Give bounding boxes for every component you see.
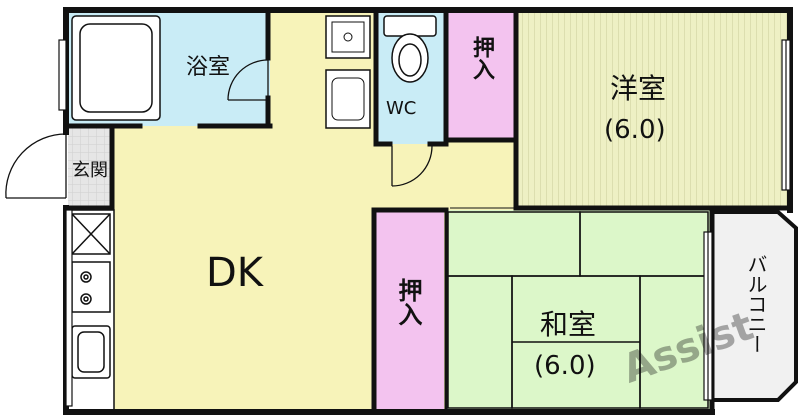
western-room-size: (6.0): [604, 115, 666, 145]
washer: [325, 15, 371, 59]
kitchen-counter: [67, 209, 115, 411]
closet-top-label: 押入: [469, 36, 494, 80]
entrance-floor: [68, 128, 114, 208]
wash-basin: [325, 69, 371, 129]
closet-mid-label: 押入: [394, 278, 422, 326]
entrance-label: 玄関: [72, 160, 108, 181]
western-room-label: 洋室: [610, 72, 666, 105]
closet-top-floor: [446, 12, 514, 138]
bath-label: 浴室: [186, 55, 230, 80]
windows: [58, 39, 791, 407]
balcony-label: バルコニー: [744, 254, 768, 354]
toilet: [383, 15, 437, 83]
wc-label: WC: [386, 98, 416, 119]
japanese-room-size: (6.0): [534, 351, 596, 381]
bathtub-inner: [79, 23, 153, 113]
western-room-floor: [516, 12, 788, 208]
japanese-room-label: 和室: [540, 308, 596, 341]
doors: [5, 59, 514, 209]
balcony-floor: [710, 212, 796, 398]
dk-label: DK: [206, 250, 265, 296]
closet-mid-floor: [376, 210, 444, 410]
japanese-room-floor: [446, 210, 710, 410]
